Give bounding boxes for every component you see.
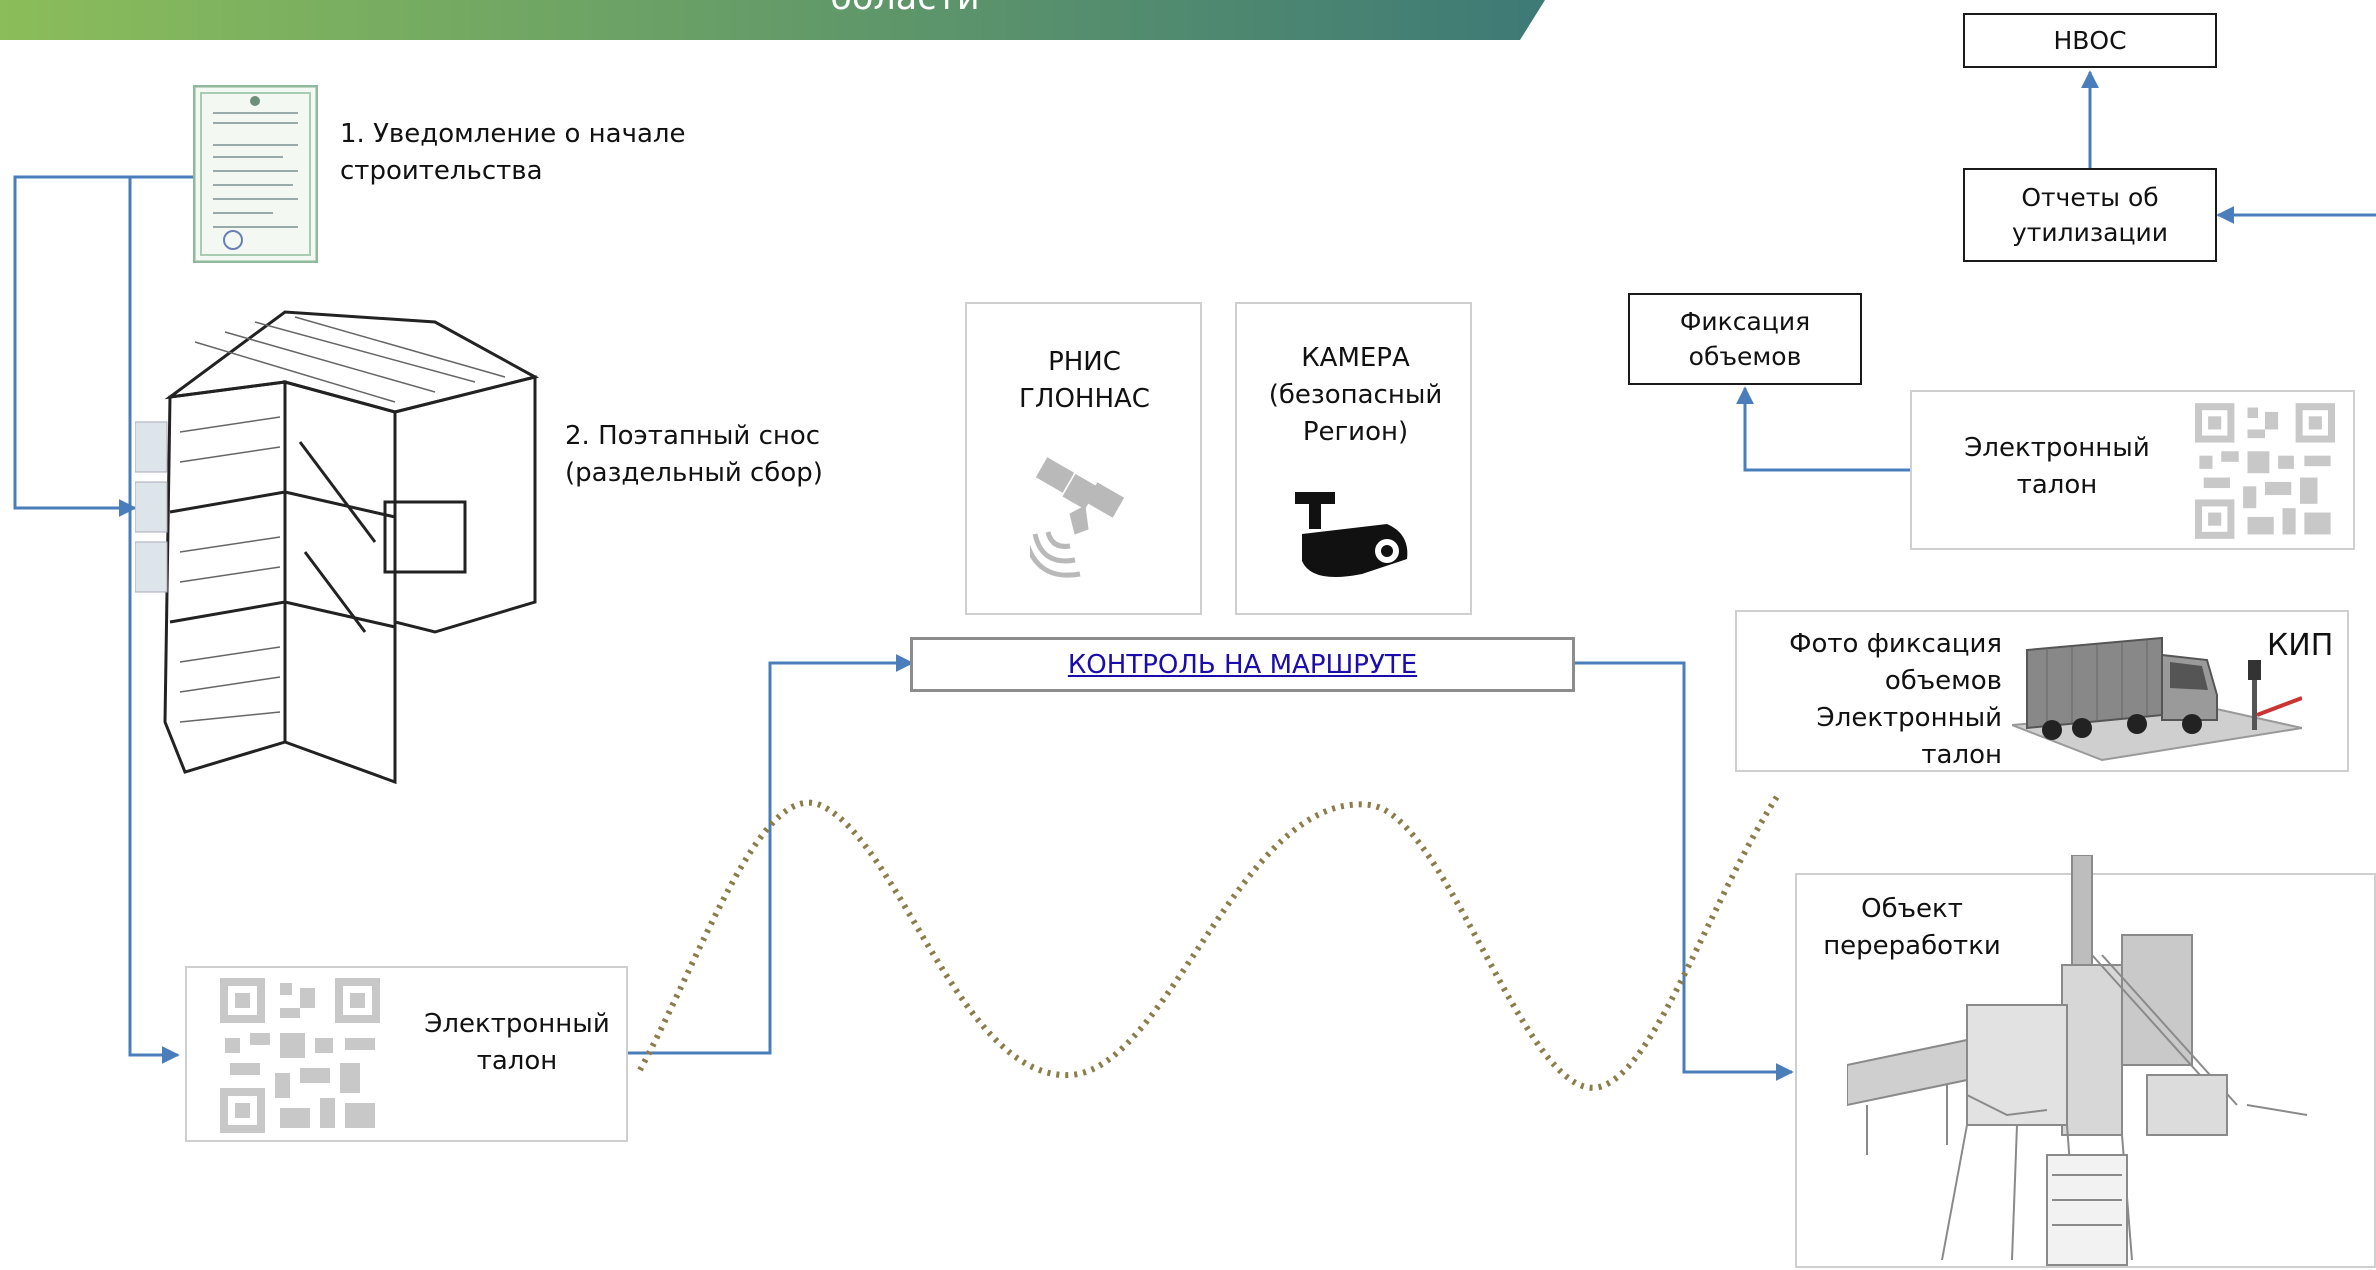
kip-text: Фото фиксация объемов Электронный талон [1789, 629, 2002, 770]
building-icon [135, 310, 540, 785]
transport-route-wave [637, 793, 1781, 1091]
rnis-label: РНИС ГЛОННАС [1019, 347, 1150, 414]
header-banner [0, 0, 1545, 40]
notice-document [193, 85, 318, 263]
step-demolition-label: 2. Поэтапный снос (раздельный сбор) [565, 421, 823, 488]
nvos-box: НВОС [1963, 13, 2217, 68]
kip-card: Фото фиксация объемов Электронный талон … [1735, 610, 2349, 772]
connector-ticket-to-fixation [1736, 386, 1913, 472]
qr-code-icon [220, 978, 380, 1133]
fixation-box: Фиксация объемов [1628, 293, 1862, 385]
ticket-card-right: Электронный талон [1910, 390, 2355, 550]
ticket-left-label: Электронный талон [424, 1009, 610, 1076]
connector-notice-to-ticket [128, 175, 195, 1064]
processing-label: Объект переработки [1823, 894, 2001, 961]
camera-icon [1295, 492, 1408, 578]
camera-label: КАМЕРА (безопасный Регион) [1268, 343, 1443, 447]
reports-box: Отчеты об утилизации [1963, 168, 2217, 262]
plant-icon [1847, 855, 2308, 1266]
qr-code-icon [2195, 403, 2335, 539]
satellite-icon [1030, 457, 1125, 578]
ticket-right-label: Электронный талон [1964, 433, 2150, 500]
document-icon [193, 85, 318, 263]
step-notice-label: 1. Уведомление о начале строительства [340, 119, 686, 186]
rnis-card: РНИС ГЛОННАС [965, 302, 1202, 615]
connector-route-to-processing [1574, 661, 1794, 1081]
connector-notice-to-demolition [13, 175, 195, 517]
kip-title: КИП [2267, 628, 2334, 663]
connector-ticket-to-route [628, 654, 914, 1055]
header-title: области [655, 0, 1155, 18]
route-control-link[interactable]: КОНТРОЛЬ НА МАРШРУТЕ [1067, 649, 1418, 680]
processing-card: Объект переработки [1795, 855, 2376, 1268]
building-illustration [135, 302, 555, 807]
ticket-card-left: Электронный талон [185, 966, 628, 1142]
camera-card: КАМЕРА (безопасный Регион) [1235, 302, 1472, 615]
truck-scale-icon [2012, 636, 2302, 762]
route-control-box: КОНТРОЛЬ НА МАРШРУТЕ [910, 637, 1575, 692]
